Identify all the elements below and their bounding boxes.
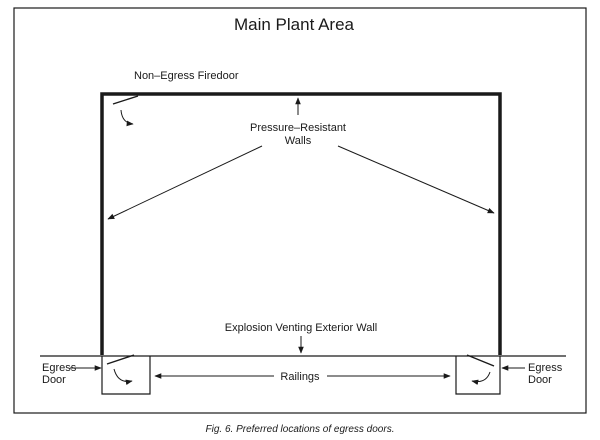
egress-right-label-line1: Egress: [528, 362, 563, 374]
explosion-wall-label: Explosion Venting Exterior Wall: [225, 322, 377, 334]
right-egress-enclosure: [455, 356, 501, 395]
arrow-to-left-wall: [107, 145, 263, 220]
egress-left-label-line2: Door: [42, 374, 66, 386]
firedoor-swing-arrow: [120, 109, 134, 127]
right-egress-door-leaf: [466, 354, 495, 367]
pressure-walls-label-line1: Pressure–Resistant: [250, 122, 346, 134]
right-door-swing-arrow: [471, 371, 491, 386]
egress-right-label-line2: Door: [528, 374, 552, 386]
left-egress-enclosure: [101, 356, 151, 395]
egress-left-label-line1: Egress: [42, 362, 77, 374]
left-egress-door-leaf: [106, 354, 135, 365]
firedoor-label: Non–Egress Firedoor: [134, 70, 239, 82]
left-door-swing-arrow: [113, 368, 133, 386]
diagram-title: Main Plant Area: [234, 15, 355, 34]
railings-label: Railings: [280, 371, 320, 383]
outer-frame: [13, 7, 587, 414]
pressure-walls-label-line2: Walls: [285, 135, 312, 147]
firedoor-leaf: [112, 95, 139, 105]
pressure-resistant-walls: [100, 92, 502, 355]
figure-caption: Fig. 6. Preferred locations of egress do…: [206, 424, 395, 435]
arrow-to-right-wall: [337, 145, 495, 214]
